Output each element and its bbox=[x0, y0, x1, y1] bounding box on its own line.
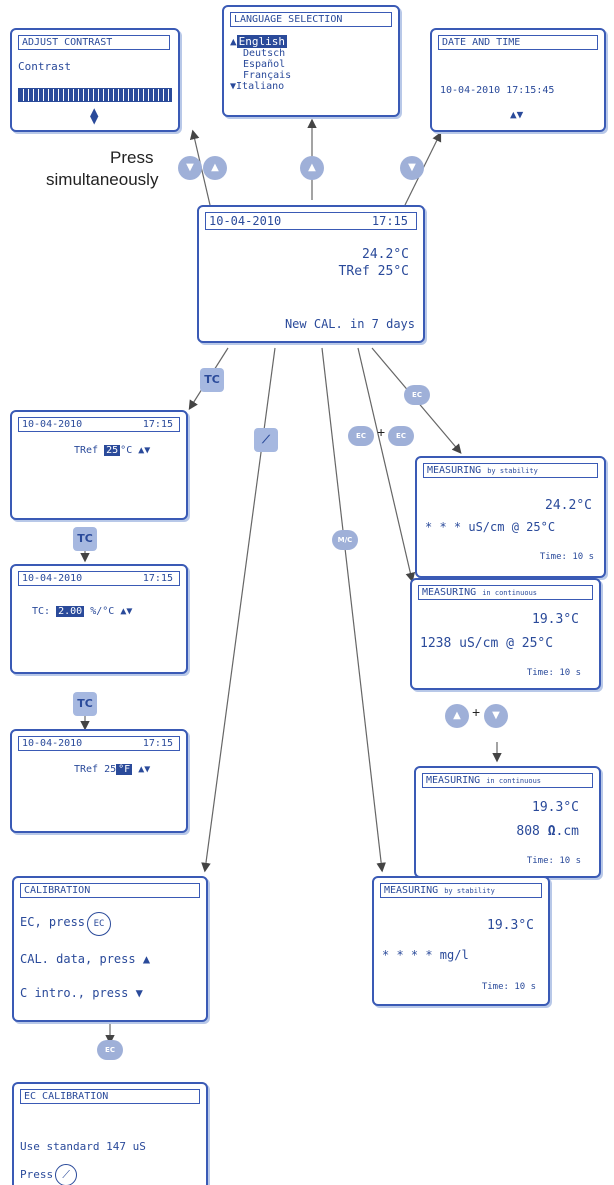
measuring-mgl-screen: MEASURING by stability 19.3°C * * * * mg… bbox=[372, 876, 550, 1006]
measuring-title: MEASURING by stability bbox=[423, 463, 598, 478]
measuring-value: 808 Ω.cm bbox=[516, 824, 579, 839]
plus-sign: + bbox=[472, 704, 481, 720]
plus-sign: + bbox=[377, 424, 386, 440]
up-button[interactable]: ▲ bbox=[300, 156, 324, 180]
down-button[interactable]: ▼ bbox=[178, 156, 202, 180]
tc-line: TC: 2.00 %/°C ▲▼ bbox=[32, 606, 133, 617]
language-item-italiano[interactable]: ▼Italiano bbox=[230, 81, 285, 92]
main-cal-note: New CAL. in 7 days bbox=[284, 317, 415, 331]
language-item-deutsch[interactable]: Deutsch bbox=[243, 48, 286, 59]
measuring-title: MEASURING by stability bbox=[380, 883, 542, 898]
tref-f-line: TRef 25°F ▲▼ bbox=[74, 764, 151, 775]
measuring-temp: 24.2°C bbox=[545, 498, 592, 513]
ec-button-1[interactable]: EC bbox=[348, 426, 374, 446]
ec-calibration-standard: Use standard 147 uS bbox=[20, 1140, 146, 1153]
measuring-temp: 19.3°C bbox=[532, 612, 579, 627]
measuring-temp: 19.3°C bbox=[532, 800, 579, 815]
measuring-resistivity-screen: MEASURING in continuous 19.3°C 808 Ω.cm … bbox=[414, 766, 601, 878]
contrast-title: ADJUST CONTRAST bbox=[18, 35, 170, 50]
contrast-bar bbox=[18, 88, 172, 102]
calibration-title: CALIBRATION bbox=[20, 883, 200, 898]
language-screen: LANGUAGE SELECTION ▲English Deutsch Espa… bbox=[222, 5, 400, 117]
main-tref: TRef 25°C bbox=[338, 264, 409, 279]
datetime-title: DATE AND TIME bbox=[438, 35, 598, 50]
tc-button[interactable]: TC bbox=[200, 368, 224, 392]
tref-line: TRef 25°C ▲▼ bbox=[74, 445, 151, 456]
datetime-screen: DATE AND TIME 10-04-2010 17:15:45 ▲▼ bbox=[430, 28, 606, 132]
mc-button[interactable]: M/C bbox=[332, 530, 358, 550]
language-item-francais[interactable]: Français bbox=[243, 70, 292, 81]
down-button[interactable]: ▼ bbox=[400, 156, 424, 180]
up-button[interactable]: ▲ bbox=[445, 704, 469, 728]
measuring-time: Time: 10 s bbox=[481, 982, 536, 992]
press-label: Press bbox=[110, 148, 154, 167]
measuring-title: MEASURING in continuous bbox=[418, 585, 593, 600]
up-down-icon[interactable]: ▲▼ bbox=[510, 108, 524, 121]
ec-key-icon: EC bbox=[87, 912, 112, 936]
ec-calibration-screen: EC CALIBRATION Use standard 147 uS Press… bbox=[12, 1082, 208, 1185]
up-down-icon[interactable]: ▲▼ bbox=[90, 104, 99, 128]
measuring-value: 1238 uS/cm @ 25°C bbox=[420, 636, 554, 651]
measuring-temp: 19.3°C bbox=[487, 918, 534, 933]
tc-button[interactable]: TC bbox=[73, 527, 97, 551]
measuring-value: * * * uS/cm @ 25°C bbox=[425, 520, 556, 534]
calibration-data-line: CAL. data, press ▲ bbox=[20, 952, 151, 966]
tc-button[interactable]: TC bbox=[73, 692, 97, 716]
measuring-continuous-screen: MEASURING in continuous 19.3°C 1238 uS/c… bbox=[410, 578, 601, 690]
ec-button[interactable]: EC bbox=[97, 1040, 123, 1060]
calibration-intro-line: C intro., press ▼ bbox=[20, 986, 143, 1000]
language-item-espanol[interactable]: Español bbox=[243, 59, 286, 70]
measuring-time: Time: 10 s bbox=[539, 552, 594, 562]
main-temp: 24.2°C bbox=[362, 247, 409, 262]
simultaneously-label: simultaneously bbox=[46, 170, 159, 189]
contrast-label: Contrast bbox=[18, 60, 71, 73]
calibration-button[interactable]: ⟋ bbox=[254, 428, 278, 452]
measuring-time: Time: 10 s bbox=[526, 856, 581, 866]
contrast-screen: ADJUST CONTRAST Contrast ▲▼ bbox=[10, 28, 180, 132]
up-button[interactable]: ▲ bbox=[203, 156, 227, 180]
calibration-key-icon: ⟋ bbox=[55, 1164, 78, 1185]
down-button[interactable]: ▼ bbox=[484, 704, 508, 728]
ec-calibration-title: EC CALIBRATION bbox=[20, 1089, 200, 1104]
ec-button[interactable]: EC bbox=[404, 385, 430, 405]
datetime-value: 10-04-2010 17:15:45 bbox=[440, 85, 555, 96]
measuring-value: * * * * mg/l bbox=[382, 948, 469, 962]
measuring-stability-screen: MEASURING by stability 24.2°C * * * uS/c… bbox=[415, 456, 606, 578]
measuring-title: MEASURING in continuous bbox=[422, 773, 593, 788]
ec-button-2[interactable]: EC bbox=[388, 426, 414, 446]
language-item-english[interactable]: ▲English bbox=[230, 35, 287, 48]
language-title: LANGUAGE SELECTION bbox=[230, 12, 392, 27]
measuring-time: Time: 10 s bbox=[526, 668, 581, 678]
ec-calibration-press: Press⟋ bbox=[20, 1164, 78, 1185]
